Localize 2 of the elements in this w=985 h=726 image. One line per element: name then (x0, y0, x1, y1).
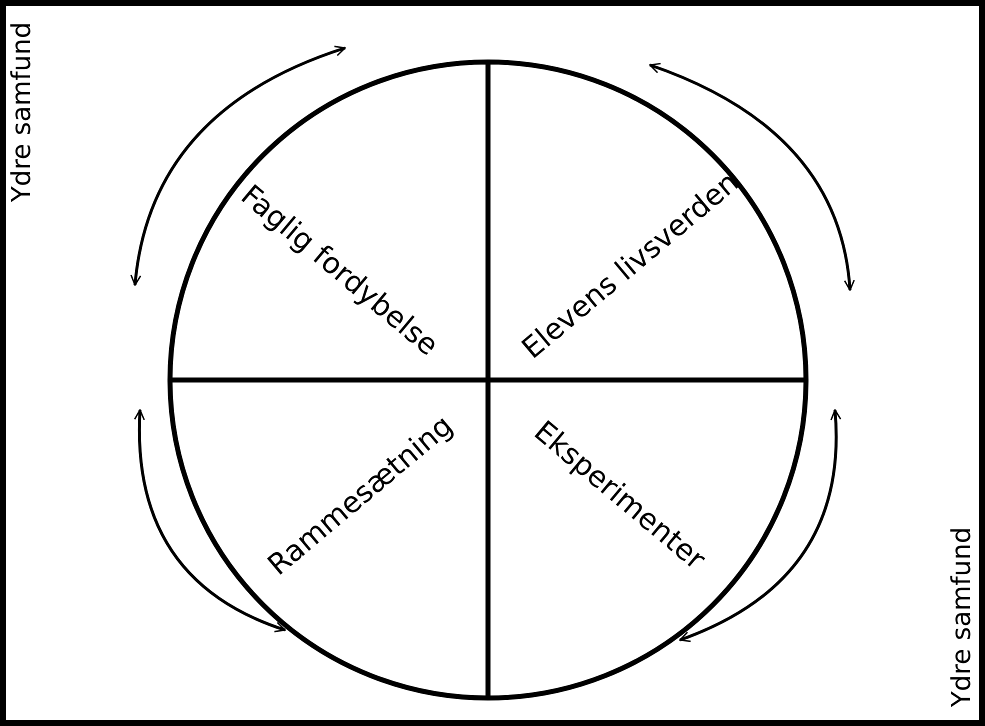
side-label: Ydre samfund (947, 526, 977, 708)
side-label: Ydre samfund (7, 22, 37, 202)
